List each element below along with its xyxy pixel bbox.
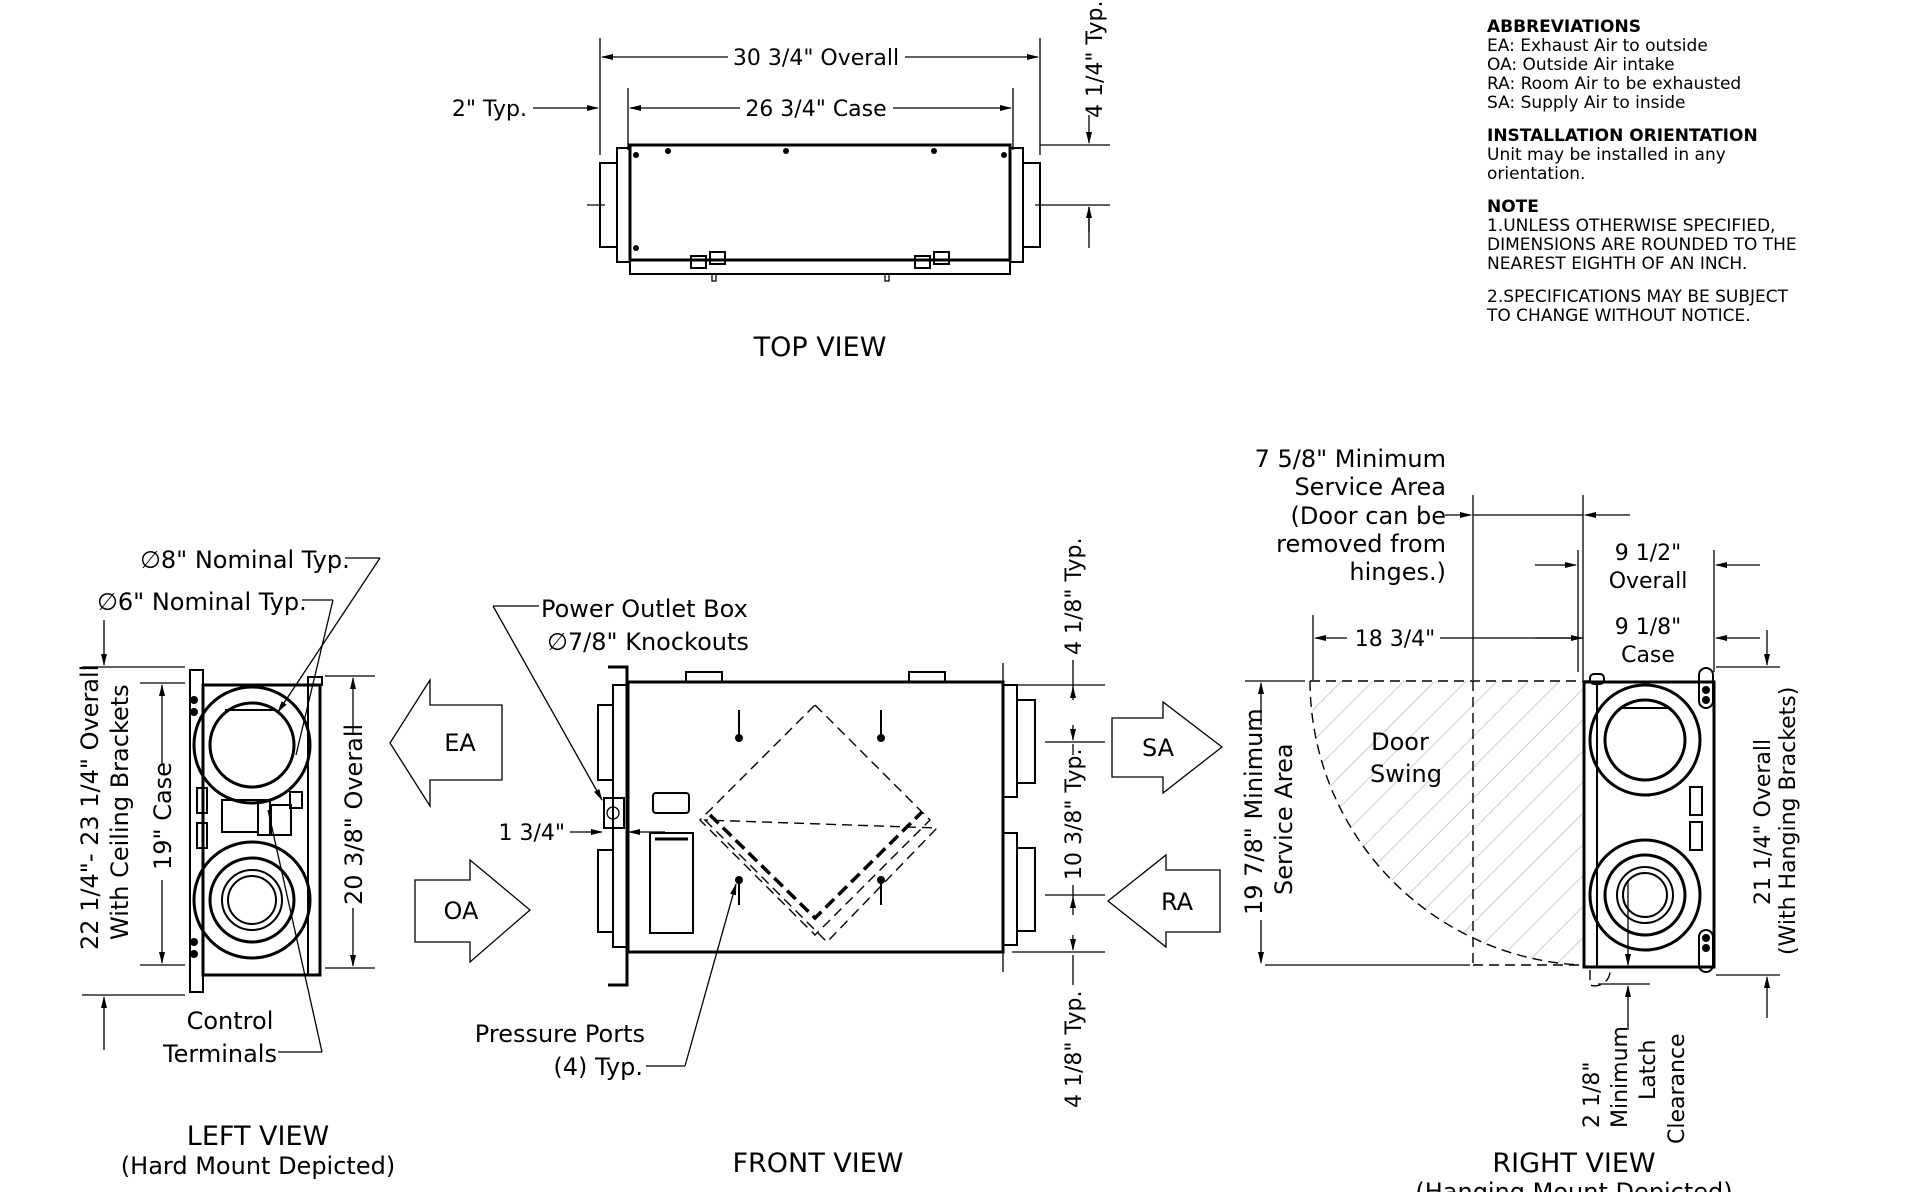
orientation-line-1: Unit may be installed in any [1487, 145, 1726, 165]
left-dim-overall-brackets-2: With Ceiling Brackets [106, 684, 134, 940]
abbrev-ra: RA: Room Air to be exhausted [1487, 74, 1742, 94]
note1-line-1: 1.UNLESS OTHERWISE SPECIFIED, [1487, 216, 1776, 236]
service-1: 7 5/8" Minimum [1255, 445, 1446, 473]
svg-text:EA: EA [444, 729, 476, 757]
svg-text:OA: OA [444, 897, 479, 925]
front-callout-power-1: Power Outlet Box [541, 595, 748, 623]
left-callout-control-2: Terminals [162, 1040, 277, 1068]
left-view: 22 1/4"- 23 1/4" Overall With Ceiling Br… [76, 546, 395, 1180]
left-dim-case: 19" Case [149, 762, 177, 870]
abbrev-ea: EA: Exhaust Air to outside [1487, 36, 1708, 56]
front-view-title: FRONT VIEW [732, 1148, 903, 1179]
latch-1: 2 1/8" [1580, 1061, 1605, 1128]
note-heading: NOTE [1487, 197, 1539, 217]
orientation-heading: INSTALLATION ORIENTATION [1487, 126, 1758, 146]
left-callout-8in: ∅8" Nominal Typ. [140, 546, 350, 574]
latch-3: Latch [1636, 1040, 1661, 1100]
front-callout-ports-1: Pressure Ports [475, 1020, 645, 1048]
latch-2: Minimum [1608, 1026, 1633, 1128]
front-callout-ports-2: (4) Typ. [553, 1053, 643, 1081]
front-view: 1 3/4" Power Outlet Box ∅7/8" Knockouts … [389, 538, 1224, 1179]
dim-overall-h-2: (With Hanging Brackets) [1776, 687, 1801, 955]
right-view-title: RIGHT VIEW [1492, 1148, 1655, 1179]
svg-text:RA: RA [1161, 888, 1194, 916]
dim-overall-w-2: Overall [1609, 569, 1688, 594]
abbrev-oa: OA: Outside Air intake [1487, 55, 1675, 75]
notes-block: ABBREVIATIONS EA: Exhaust Air to outside… [1487, 18, 1887, 326]
airflow-arrow-ra: RA [1106, 853, 1221, 949]
right-view-subtitle: (Hanging Mount Depicted) [1415, 1178, 1732, 1192]
svg-text:SA: SA [1142, 734, 1175, 762]
power-outlet-box [603, 797, 625, 829]
dim-case-w-2: Case [1621, 643, 1675, 668]
warning-label-icon [652, 792, 690, 814]
abbrev-sa: SA: Supply Air to inside [1487, 93, 1686, 113]
dim-swing-width: 18 3/4" [1355, 627, 1436, 652]
note1-line-3: NEAREST EIGHTH OF AN INCH. [1487, 254, 1748, 274]
service-3: (Door can be [1291, 502, 1446, 530]
front-dim-bottom: 4 1/8" Typ. [1062, 991, 1087, 1109]
service-5: hinges.) [1349, 558, 1446, 586]
top-dim-case: 26 3/4" Case [745, 97, 886, 122]
top-dim-overall: 30 3/4" Overall [733, 46, 899, 71]
left-callout-control-1: Control [187, 1007, 274, 1035]
airflow-arrow-sa: SA [1111, 700, 1224, 795]
dim-case-w-1: 9 1/8" [1615, 615, 1682, 640]
front-dim-box: 1 3/4" [498, 821, 565, 846]
front-callout-power-2: ∅7/8" Knockouts [547, 628, 749, 656]
service-2: Service Area [1294, 473, 1446, 501]
note2-line-1: 2.SPECIFICATIONS MAY BE SUBJECT [1487, 287, 1789, 307]
top-dim-height: 4 1/4" Typ. [1083, 1, 1108, 119]
dim-overall-w-1: 9 1/2" [1615, 541, 1682, 566]
service-4: removed from [1276, 530, 1446, 558]
left-view-subtitle: (Hard Mount Depicted) [121, 1152, 395, 1180]
left-callout-6in: ∅6" Nominal Typ. [97, 588, 307, 616]
front-dim-middle: 10 3/8" Typ. [1062, 749, 1087, 881]
door-swing-2: Swing [1370, 760, 1442, 788]
left-view-title: LEFT VIEW [187, 1121, 329, 1152]
left-dim-overall-brackets-1: 22 1/4"- 23 1/4" Overall [76, 665, 104, 950]
front-dim-top: 4 1/8" Typ. [1062, 538, 1087, 656]
top-view-title: TOP VIEW [753, 332, 887, 363]
airflow-arrow-ea: EA [389, 677, 503, 809]
orientation-line-2: orientation. [1487, 164, 1586, 184]
door-swing-1: Door [1371, 728, 1429, 756]
airflow-arrow-oa: OA [414, 858, 532, 964]
right-view: 2 1/8" Minimum Latch Clearance 7 5/8" Mi… [1240, 445, 1801, 1192]
rating-plate [649, 832, 694, 934]
pressure-port-icon [735, 710, 885, 905]
abbreviations-heading: ABBREVIATIONS [1487, 17, 1641, 37]
top-dim-collar: 2" Typ. [452, 97, 527, 122]
dim-service-height-2: Service Area [1270, 743, 1298, 895]
door-swing-area [1310, 681, 1583, 965]
dim-overall-h-1: 21 1/4" Overall [1751, 739, 1776, 905]
latch-4: Clearance [1665, 1033, 1690, 1144]
top-view: 30 3/4" Overall 26 3/4" Case 2" Typ. [452, 1, 1110, 363]
dim-service-height-1: 19 7/8" Minimum [1240, 708, 1268, 915]
note2-line-2: TO CHANGE WITHOUT NOTICE. [1487, 306, 1751, 326]
left-dim-overall: 20 3/8" Overall [340, 724, 368, 905]
note1-line-2: DIMENSIONS ARE ROUNDED TO THE [1487, 235, 1797, 255]
